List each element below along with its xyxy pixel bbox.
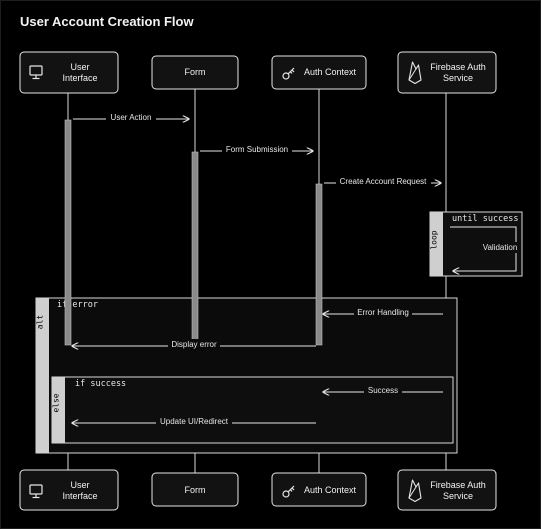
message-label: Create Account Request [340,177,427,186]
alt-condition: if error [57,300,98,310]
message-create-account: Create Account Request [324,176,441,187]
participant-fb-top[interactable]: Firebase Auth Service [397,51,497,94]
participant-ui-bottom[interactable]: User Interface [19,469,119,511]
message-success: Success [323,385,443,396]
activation-auth [315,183,323,346]
participant-form-bottom[interactable]: Form [151,472,239,507]
participant-auth-top[interactable]: Auth Context [271,55,367,90]
message-label-bg [336,176,431,187]
message-error-handling: Error Handling [323,307,443,318]
monitor-icon [29,484,43,499]
message-label: Form Submission [226,145,288,154]
participant-box [151,472,239,507]
alt-tab [36,298,49,453]
participant-box [397,469,497,511]
participant-fb-bottom[interactable]: Firebase Auth Service [397,469,497,511]
participant-box [151,55,239,90]
participant-label: Form [185,485,206,495]
message-display-error: Display error [72,339,316,350]
message-label-bg [156,416,232,427]
fragment-else: else if success [51,376,454,444]
participant-label: Auth Context [304,67,357,77]
else-keyword: else [52,393,61,412]
participant-box [397,51,497,94]
loop-keyword: loop [430,230,439,249]
participant-auth-bottom[interactable]: Auth Context [271,472,367,507]
participant-label: Auth Context [304,485,357,495]
message-validation: Validation [450,226,521,271]
message-user-action: User Action [73,112,189,123]
participant-label: Form [185,67,206,77]
participant-label-line2: Interface [62,491,97,501]
loop-condition: until success [452,214,519,224]
message-label-bg [364,385,402,396]
message-label: Success [368,386,398,395]
participant-box [271,472,367,507]
firebase-icon [408,61,422,85]
message-form-submission: Form Submission [200,144,313,155]
message-label-bg [222,144,292,155]
participant-ui-top[interactable]: User Interface [19,51,119,94]
key-icon [282,485,295,498]
participant-label-line1: User [70,480,89,490]
loop-tab [430,212,443,276]
participant-label-line1: User [70,62,89,72]
monitor-icon [29,65,43,80]
message-label: User Action [111,113,152,122]
alt-keyword: alt [36,315,45,330]
activation-form [191,151,199,345]
message-label: Display error [171,340,217,349]
participant-label-line1: Firebase Auth [430,62,486,72]
message-label-bg [354,307,412,318]
participant-label-line2: Service [443,73,473,83]
activation-ui [64,119,72,346]
else-condition: if success [75,379,126,389]
participant-box [271,55,367,90]
message-update-ui: Update UI/Redirect [72,416,316,427]
participant-form-top[interactable]: Form [151,55,239,90]
message-label: Error Handling [357,308,409,317]
message-label-bg [481,242,521,253]
participant-box [19,51,119,94]
key-icon [282,67,295,80]
participant-label-line1: Firebase Auth [430,480,486,490]
firebase-icon [408,479,422,503]
message-label-bg [168,339,220,350]
diagram-title: User Account Creation Flow [20,14,194,29]
message-label: Validation [483,243,518,252]
participant-label-line2: Interface [62,73,97,83]
message-label: Update UI/Redirect [160,417,229,426]
message-label-bg [106,112,156,123]
participant-box [19,469,119,511]
participant-label-line2: Service [443,491,473,501]
else-tab [52,377,65,443]
